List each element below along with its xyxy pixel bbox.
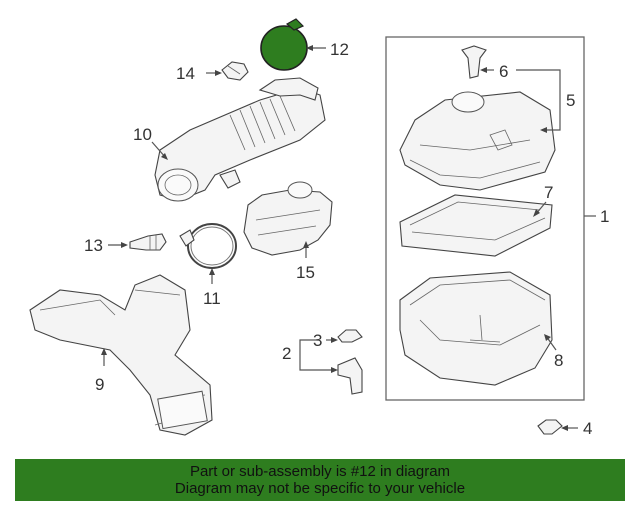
- part-15-resonator[interactable]: [243, 181, 333, 256]
- part-8-case[interactable]: [399, 271, 553, 386]
- callout-6[interactable]: 6: [499, 62, 508, 81]
- callout-5[interactable]: 5: [566, 91, 575, 110]
- callout-13[interactable]: 13: [84, 236, 103, 255]
- banner-line-1: Part or sub-assembly is #12 in diagram: [189, 463, 451, 480]
- part-2-bracket[interactable]: [337, 357, 363, 395]
- assembly-box-1: [385, 36, 585, 401]
- callout-1[interactable]: 1: [600, 207, 609, 226]
- part-6-sensor[interactable]: [461, 45, 487, 79]
- leader-5: [516, 69, 561, 131]
- part-3-grommet[interactable]: [337, 329, 363, 343]
- part-9-intake-duct[interactable]: [29, 274, 213, 436]
- info-banner: Part or sub-assembly is #12 in diagram D…: [15, 459, 625, 501]
- callout-3[interactable]: 3: [313, 331, 322, 350]
- callout-8[interactable]: 8: [554, 351, 563, 370]
- part-10-intake-hose[interactable]: [154, 77, 326, 202]
- part-14[interactable]: [221, 61, 249, 81]
- leader-2: [299, 339, 336, 371]
- callout-7[interactable]: 7: [544, 183, 553, 202]
- callout-15[interactable]: 15: [296, 263, 315, 282]
- part-7-filter[interactable]: [399, 194, 553, 257]
- part-13[interactable]: [129, 233, 167, 251]
- callout-12[interactable]: 12: [330, 40, 349, 59]
- part-4-grommet[interactable]: [537, 419, 563, 435]
- callout-10[interactable]: 10: [133, 125, 152, 144]
- callout-9[interactable]: 9: [95, 375, 104, 394]
- banner-line-2: Diagram may not be specific to your vehi…: [174, 480, 466, 497]
- callout-2[interactable]: 2: [282, 344, 291, 363]
- part-11-clamp[interactable]: [179, 223, 237, 269]
- callout-4[interactable]: 4: [583, 419, 592, 438]
- part-12-highlighted[interactable]: [260, 18, 308, 71]
- part-5-cover[interactable]: [399, 91, 556, 191]
- callout-11[interactable]: 11: [203, 289, 221, 308]
- callout-14[interactable]: 14: [176, 64, 195, 83]
